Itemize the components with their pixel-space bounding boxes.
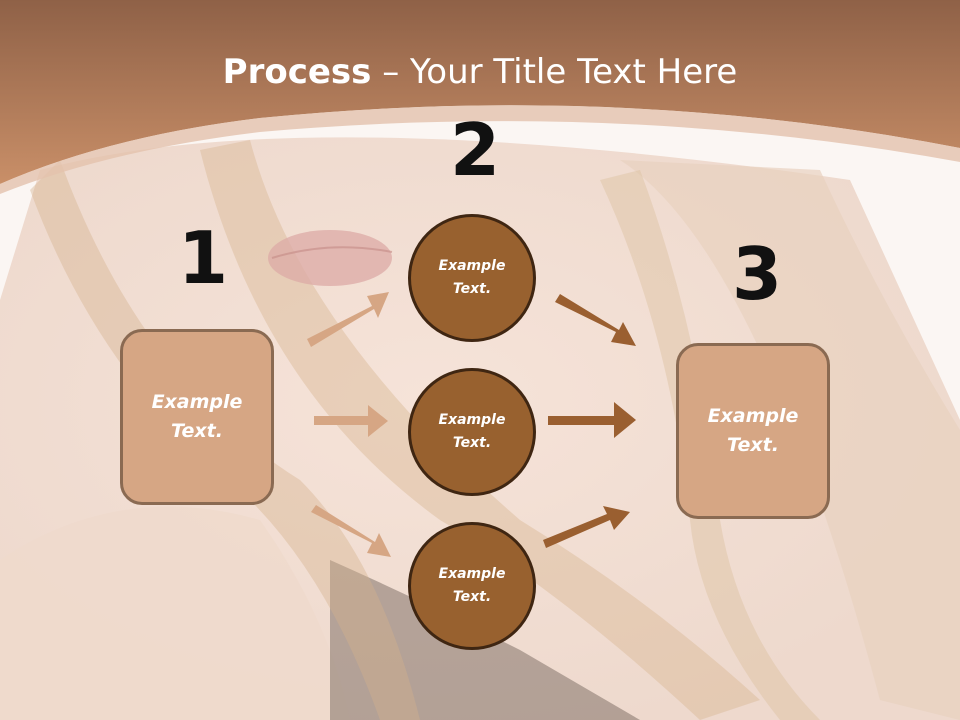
step-number-3: 3	[732, 232, 783, 316]
slide-title: Process – Your Title Text Here	[0, 52, 960, 92]
arrow-left-to-middle-shaft	[314, 416, 370, 425]
title-rest: Your Title Text Here	[410, 52, 738, 92]
arrow-top-to-right	[555, 294, 636, 346]
title-dash: –	[371, 52, 411, 92]
arrow-middle-to-right-shaft	[548, 416, 618, 425]
step-number-2: 2	[450, 108, 501, 192]
arrow-middle-to-right-head	[614, 402, 636, 438]
arrow-left-to-bottom	[311, 505, 391, 557]
title-bold: Process	[222, 52, 372, 92]
arrow-bottom-to-right	[543, 506, 630, 548]
step-number-1: 1	[178, 216, 229, 300]
arrow-left-to-top	[307, 292, 389, 347]
arrow-left-to-middle-head	[368, 405, 388, 437]
